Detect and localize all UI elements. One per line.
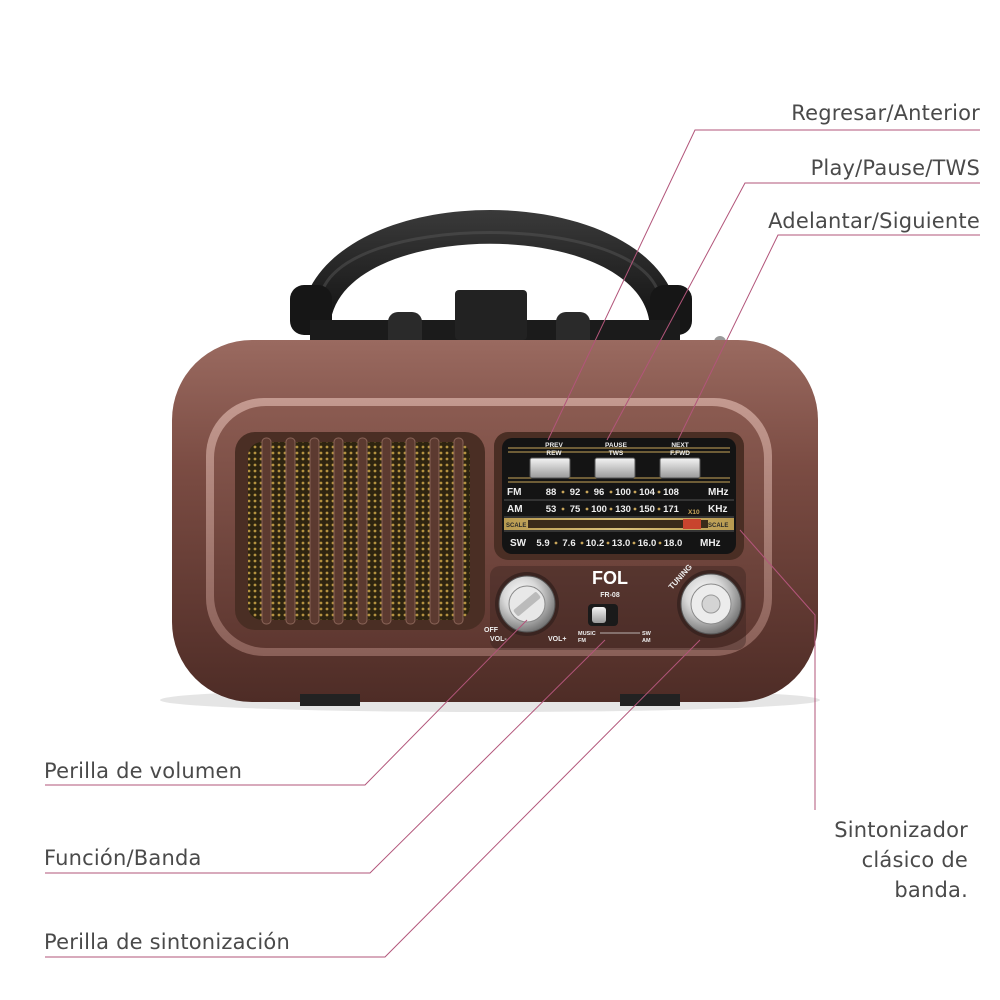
radio-foot-left — [300, 694, 360, 706]
sw-tick-label: 18.0 — [664, 538, 683, 549]
fm-tick-label: 96 — [594, 487, 605, 498]
am-scale: 53 75 100 130 150 171 — [546, 504, 680, 515]
sw-tick-label: 16.0 — [638, 538, 657, 549]
scale-right-label: SCALE — [708, 523, 728, 529]
scale-dot — [580, 541, 584, 545]
grille-bar — [261, 437, 272, 625]
vol-plus-label: VOL+ — [548, 636, 566, 643]
scale-dot — [632, 541, 636, 545]
scale-dot — [609, 490, 613, 494]
grille-bar — [309, 437, 320, 625]
sw-band-label: SW — [510, 538, 527, 549]
speaker-grille — [235, 432, 485, 630]
am-tick-label: 171 — [663, 504, 680, 515]
callout-play: Play/Pause/TWS — [810, 156, 980, 180]
fm-tick-label: 88 — [546, 487, 557, 498]
grille-bar — [405, 437, 416, 625]
prev-label-2: REW — [546, 450, 562, 457]
grille-bar — [285, 437, 296, 625]
am-unit: KHz — [708, 504, 727, 515]
sw-unit: MHz — [700, 538, 721, 549]
scale-left-label: SCALE — [506, 523, 526, 529]
radio-foot-right — [620, 694, 680, 706]
switch-music-label: MUSIC — [578, 631, 596, 637]
grille-bar — [357, 437, 368, 625]
am-tick-label: 130 — [615, 504, 631, 515]
callout-dial: Sintonizador clásico de banda. — [834, 815, 968, 905]
am-tick-label: 100 — [591, 504, 607, 515]
sw-scale: 5.9 7.6 10.2 13.0 16.0 18.0 — [536, 538, 682, 549]
callout-dial-line3: banda. — [894, 878, 968, 902]
grille-bar — [429, 437, 440, 625]
scale-window — [528, 520, 708, 528]
callout-prev: Regresar/Anterior — [791, 101, 980, 125]
prev-button[interactable] — [529, 457, 571, 479]
pause-label-1: PAUSE — [605, 442, 628, 449]
tuning-knob[interactable] — [677, 570, 745, 638]
scale-dot — [658, 541, 662, 545]
am-tick-label: 53 — [546, 504, 557, 515]
next-label-2: F.FWD — [670, 450, 690, 457]
callout-dial-line1: Sintonizador — [834, 818, 968, 842]
tuning-needle — [683, 519, 701, 529]
prev-label-1: PREV — [545, 442, 563, 449]
callout-tuning: Perilla de sintonización — [44, 930, 290, 954]
scale-dot — [585, 490, 589, 494]
brand-logo: FOL — [592, 568, 628, 588]
grille-bar — [381, 437, 392, 625]
fm-tick-label: 92 — [570, 487, 581, 498]
scale-dot — [585, 507, 589, 511]
fm-scale: 88 92 96 100 104 108 — [546, 487, 679, 498]
off-label: OFF — [484, 627, 499, 634]
switch-am-label: AM — [642, 638, 651, 644]
fm-tick-label: 104 — [639, 487, 656, 498]
pause-label-2: TWS — [609, 450, 624, 457]
scale-dot — [657, 507, 661, 511]
am-tick-label: 150 — [639, 504, 655, 515]
grille-bar — [453, 437, 464, 625]
tuning-dial: PREV REW PAUSE TWS NEXT F.FWD FM 88 92 96 1… — [494, 432, 744, 560]
sw-tick-label: 5.9 — [536, 538, 549, 549]
switch-sw-label: SW — [642, 631, 652, 637]
scale-dot — [606, 541, 610, 545]
callout-dial-line2: clásico de — [861, 848, 968, 872]
scale-dot — [609, 507, 613, 511]
am-mult: X10 — [688, 509, 700, 516]
fm-band-label: FM — [507, 487, 521, 498]
callout-band: Función/Banda — [44, 846, 202, 870]
am-tick-label: 75 — [570, 504, 581, 515]
pause-button[interactable] — [594, 457, 636, 479]
vol-minus-label: VOL- — [490, 636, 507, 643]
scale-dot — [554, 541, 558, 545]
fm-tick-label: 100 — [615, 487, 631, 498]
fm-unit: MHz — [708, 487, 729, 498]
callout-next: Adelantar/Siguiente — [768, 209, 980, 233]
callout-volume: Perilla de volumen — [44, 759, 243, 783]
sw-tick-label: 7.6 — [562, 538, 575, 549]
fm-tick-label: 108 — [663, 487, 679, 498]
model-label: FR-08 — [600, 592, 620, 599]
callout-lines — [45, 129, 980, 958]
next-label-1: NEXT — [671, 442, 688, 449]
scale-dot — [561, 507, 565, 511]
sw-tick-label: 10.2 — [586, 538, 605, 549]
switch-fm-label: FM — [578, 638, 586, 644]
sw-tick-label: 13.0 — [612, 538, 631, 549]
volume-knob[interactable] — [495, 572, 559, 636]
scale-dot — [633, 490, 637, 494]
am-band-label: AM — [507, 504, 523, 515]
band-switch[interactable] — [588, 604, 618, 626]
scale-dot — [657, 490, 661, 494]
grille-bar — [333, 437, 344, 625]
next-button[interactable] — [659, 457, 701, 479]
scale-dot — [633, 507, 637, 511]
scale-dot — [561, 490, 565, 494]
